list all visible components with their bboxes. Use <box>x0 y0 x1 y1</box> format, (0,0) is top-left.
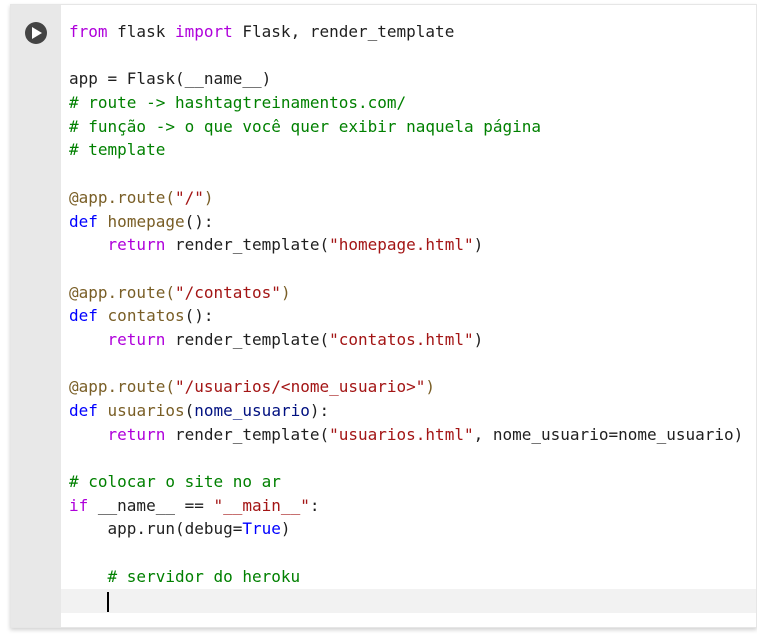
code-token: : <box>309 495 320 515</box>
code-token: (): <box>184 211 214 231</box>
code-line[interactable]: from flask import Flask, render_template <box>69 20 743 44</box>
code-token: render_template( <box>165 329 330 349</box>
code-token <box>69 591 108 610</box>
code-token: ) <box>425 377 436 397</box>
code-token <box>98 306 108 325</box>
code-line[interactable]: def usuarios(nome_usuario): <box>69 399 743 423</box>
code-line[interactable] <box>69 352 743 376</box>
code-token: __name__ == <box>88 495 214 515</box>
code-token: # colocar o site no ar <box>69 472 281 492</box>
code-line[interactable]: def contatos(): <box>69 304 743 328</box>
play-icon <box>32 27 42 39</box>
code-token: return <box>107 424 166 444</box>
code-token: return <box>107 329 166 349</box>
code-line[interactable] <box>69 589 743 613</box>
code-token: "usuarios.html" <box>329 424 474 444</box>
code-token: # route -> hashtagtreinamentos.com/ <box>69 93 407 113</box>
code-token: "/contatos" <box>174 282 281 302</box>
code-token: from <box>69 22 108 41</box>
code-line[interactable]: @app.route("/contatos") <box>69 281 743 305</box>
code-token <box>69 235 108 254</box>
code-line[interactable]: return render_template("usuarios.html", … <box>69 423 744 447</box>
code-line[interactable]: # template <box>69 138 743 162</box>
code-token: ) <box>280 282 291 302</box>
code-token: # servidor do heroku <box>107 566 301 586</box>
code-cell[interactable]: from flask import Flask, render_template… <box>10 4 757 628</box>
code-line[interactable]: @app.route("/") <box>69 186 743 210</box>
code-token: ) <box>473 235 484 255</box>
code-line[interactable]: # servidor do heroku <box>69 565 743 589</box>
code-token <box>98 401 108 420</box>
code-token: True <box>242 519 281 539</box>
code-token: render_template( <box>165 235 330 255</box>
code-token: @app.route( <box>69 187 175 207</box>
code-token: contatos <box>107 306 185 326</box>
code-token: homepage <box>107 211 185 231</box>
code-token: ) <box>203 187 214 207</box>
code-token: usuarios <box>107 401 185 420</box>
code-token: ): <box>309 401 330 420</box>
code-token: "__main__" <box>213 495 310 515</box>
code-line[interactable] <box>69 44 743 68</box>
code-token: (): <box>184 306 214 326</box>
code-line[interactable]: # colocar o site no ar <box>69 470 743 494</box>
code-token: ( <box>184 401 195 420</box>
code-token: render_template( <box>165 424 330 444</box>
code-line[interactable] <box>69 162 743 186</box>
code-token <box>69 567 108 586</box>
code-line[interactable]: # função -> o que você quer exibir naque… <box>69 115 743 139</box>
current-line-highlight <box>61 589 756 613</box>
code-token: def <box>69 306 98 326</box>
code-token: "/usuarios/<nome_usuario>" <box>174 377 426 397</box>
code-token: # template <box>69 140 166 160</box>
code-token: "/" <box>174 187 204 207</box>
code-token: def <box>69 211 98 231</box>
code-text[interactable]: from flask import Flask, render_template… <box>69 20 743 612</box>
code-token <box>69 425 108 444</box>
code-token: flask <box>107 22 175 41</box>
code-line[interactable]: def homepage(): <box>69 210 743 234</box>
code-line[interactable]: app.run(debug=True) <box>69 517 743 541</box>
code-token: nome_usuario <box>194 401 310 420</box>
cell-gutter <box>11 5 61 627</box>
code-token: "homepage.html" <box>329 235 474 255</box>
code-token: app = Flask(__name__) <box>69 69 272 89</box>
code-token: , nome_usuario=nome_usuario) <box>473 424 744 444</box>
code-token: "contatos.html" <box>329 329 474 349</box>
code-line[interactable] <box>69 257 743 281</box>
code-token <box>69 330 108 349</box>
code-token: # função -> o que você quer exibir naque… <box>69 116 542 136</box>
code-token: @app.route( <box>69 282 175 302</box>
code-line[interactable] <box>69 541 743 565</box>
code-token: ) <box>473 329 484 349</box>
code-line[interactable]: if __name__ == "__main__": <box>69 494 743 518</box>
code-token: if <box>69 495 89 515</box>
code-token: app.run(debug= <box>69 519 243 539</box>
code-token: Flask, render_template <box>232 22 455 41</box>
code-token: @app.route( <box>69 377 175 397</box>
code-token: def <box>69 401 98 420</box>
text-cursor <box>107 592 109 612</box>
code-token <box>98 212 108 231</box>
code-line[interactable]: return render_template("contatos.html") <box>69 328 743 352</box>
code-token: import <box>174 22 233 41</box>
code-token: return <box>107 235 166 255</box>
code-editor[interactable]: from flask import Flask, render_template… <box>61 5 756 627</box>
code-line[interactable] <box>69 446 743 470</box>
code-line[interactable]: # route -> hashtagtreinamentos.com/ <box>69 91 743 115</box>
code-line[interactable]: app = Flask(__name__) <box>69 67 743 91</box>
code-line[interactable]: @app.route("/usuarios/<nome_usuario>") <box>69 375 743 399</box>
run-cell-button[interactable] <box>25 22 47 44</box>
code-token: ) <box>280 519 291 539</box>
code-line[interactable]: return render_template("homepage.html") <box>69 233 743 257</box>
